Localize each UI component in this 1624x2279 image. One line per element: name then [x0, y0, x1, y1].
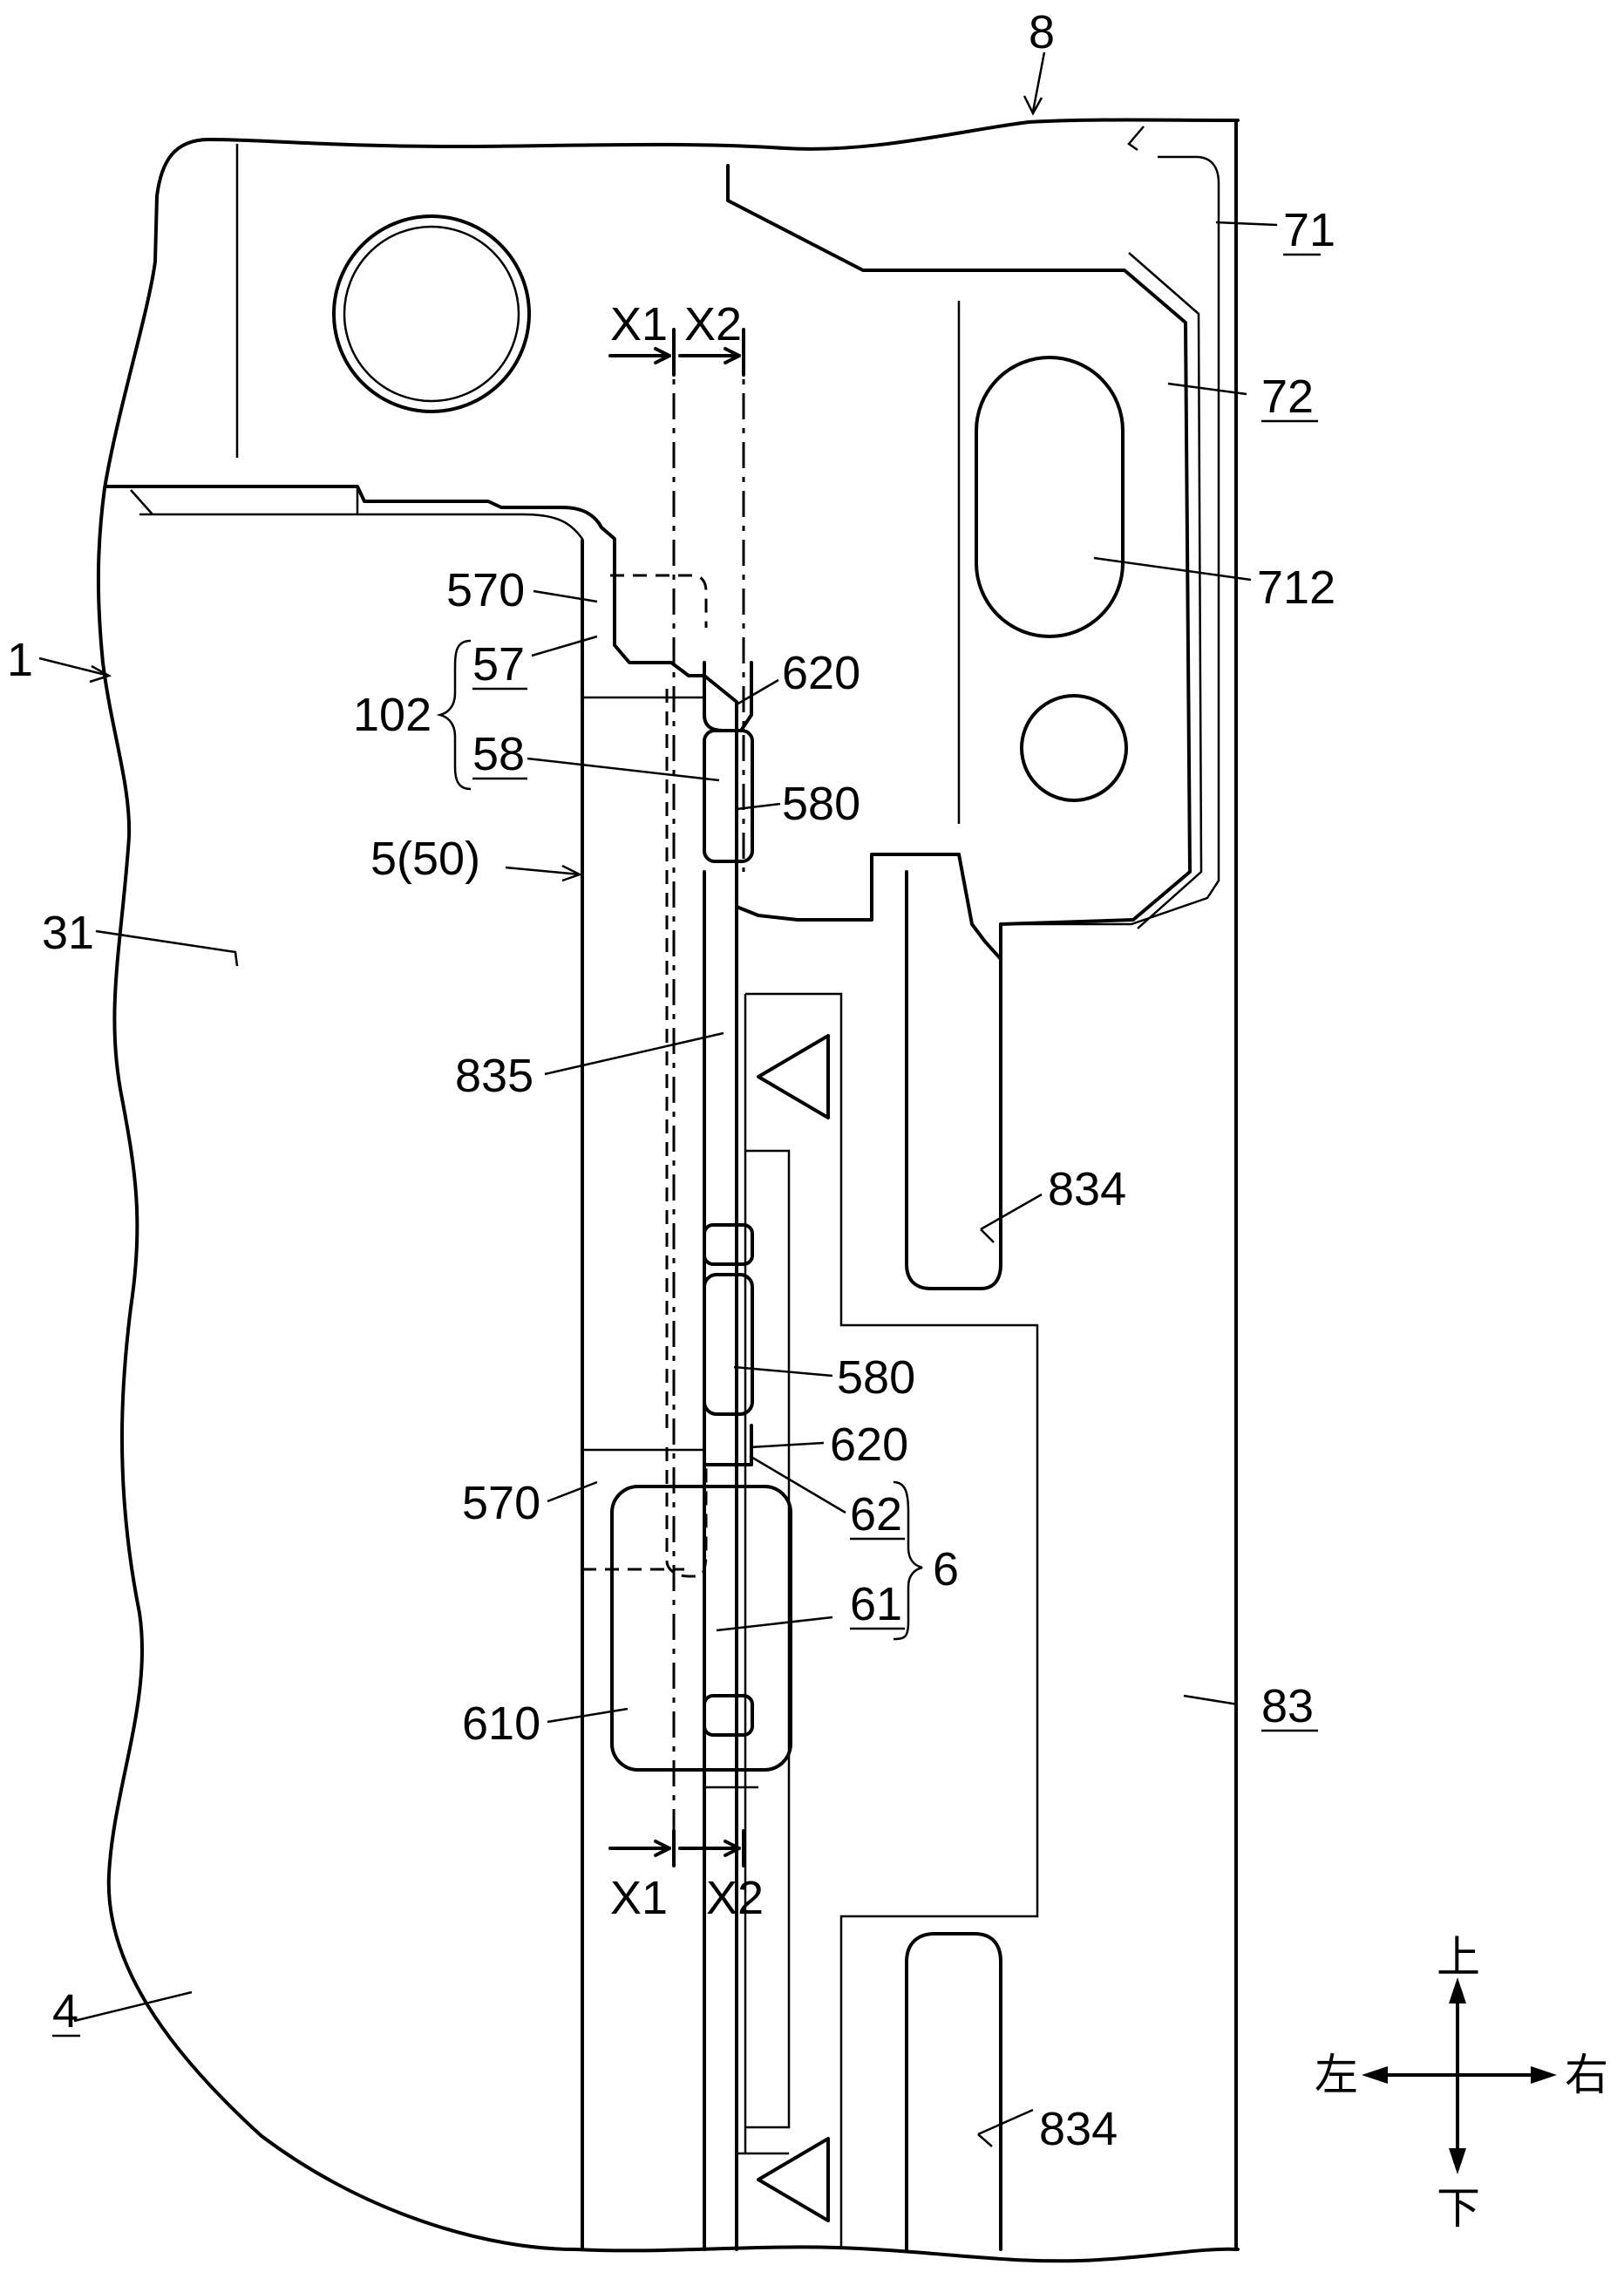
- shelf-detail: [130, 486, 359, 515]
- boss-outer-circle: [332, 214, 531, 413]
- label-62: 62: [850, 1488, 902, 1541]
- tab-580-top: [703, 729, 754, 863]
- compass-left-label: 左: [1315, 2051, 1358, 2099]
- label-8: 8: [1029, 6, 1055, 58]
- label-570-bot: 570: [462, 1477, 540, 1529]
- label-712: 712: [1257, 561, 1335, 614]
- label-x1-bottom: X1: [610, 1872, 668, 1924]
- label-835: 835: [455, 1050, 533, 1102]
- label-61: 61: [850, 1578, 902, 1630]
- label-58: 58: [472, 728, 525, 780]
- label-71: 71: [1283, 204, 1335, 256]
- leader-835: [544, 1031, 724, 1076]
- leader-72: [1167, 382, 1247, 396]
- label-x1-top: X1: [610, 298, 668, 350]
- label-4: 4: [52, 1985, 78, 2037]
- leader-712: [1093, 556, 1252, 582]
- x1-arrow-top: [608, 347, 671, 364]
- label-83: 83: [1261, 1680, 1314, 1732]
- label-1: 1: [7, 634, 33, 686]
- label-580-mid: 580: [837, 1351, 915, 1404]
- label-580-top: 580: [782, 778, 860, 830]
- bottom-edge: [574, 2245, 1240, 2263]
- leader-834-bottom: [977, 2108, 1034, 2147]
- leader-71: [1215, 221, 1278, 227]
- leader-31: [95, 929, 239, 967]
- label-610: 610: [462, 1697, 540, 1750]
- label-x2-bottom: X2: [706, 1872, 764, 1924]
- panel-83-step-outline: [745, 992, 1039, 2249]
- brace-102: [436, 639, 472, 791]
- frame-71-inner: [1020, 126, 1220, 926]
- arrow-down-icon: [1449, 2148, 1466, 2174]
- triangle-mark-lower: [757, 2137, 830, 2222]
- label-834-top: 834: [1048, 1163, 1126, 1215]
- leader-58: [527, 757, 720, 782]
- leader-580-top: [736, 802, 781, 811]
- leader-8: [1023, 51, 1046, 116]
- x2-arrow-top: [678, 347, 741, 364]
- brace-6: [893, 1480, 923, 1641]
- slot-712: [975, 356, 1125, 638]
- body-shelf-inner: [139, 513, 584, 2241]
- leader-570-top: [533, 589, 598, 603]
- x2-arrow-bottom: [678, 1840, 741, 1857]
- hidden-outline-570-lower: [665, 689, 708, 1578]
- leader-57: [531, 635, 598, 657]
- compass-right-label: 右: [1565, 2051, 1608, 2099]
- label-620-top: 620: [782, 647, 860, 699]
- label-620-mid: 620: [830, 1418, 908, 1471]
- hidden-outline-570: [610, 574, 708, 628]
- leader-62: [749, 1454, 846, 1514]
- slot-834-bottom: [905, 1932, 1002, 2251]
- leader-83: [1183, 1694, 1239, 1706]
- block-61: [610, 1485, 792, 1772]
- label-x2-top: X2: [684, 298, 742, 350]
- bracket-72-inner: [1128, 252, 1203, 929]
- leader-4: [73, 1990, 193, 2023]
- tab-620-mid-b: [703, 1424, 753, 1466]
- label-102: 102: [353, 689, 431, 741]
- tab-620-mid-a: [703, 1223, 754, 1266]
- label-5-50: 5(50): [370, 833, 480, 885]
- label-57: 57: [472, 638, 525, 691]
- leader-834-top: [980, 1193, 1043, 1243]
- compass-up-label: 上: [1437, 1933, 1480, 1982]
- leader-5-50: [505, 864, 583, 882]
- slot-834-top: [905, 870, 1002, 1290]
- arrow-left-icon: [1362, 2066, 1388, 2084]
- body-top-edge: [207, 118, 1240, 151]
- label-6: 6: [933, 1543, 959, 1595]
- leader-61: [716, 1616, 833, 1632]
- boss-inner-circle: [343, 225, 520, 403]
- arrow-right-icon: [1531, 2066, 1557, 2084]
- leader-620-mid: [749, 1441, 825, 1449]
- panel-83-inner-step: [745, 1149, 791, 2129]
- triangle-mark-upper: [757, 1034, 830, 1119]
- leader-580-mid: [733, 1365, 833, 1378]
- tab-580-mid: [703, 1273, 754, 1416]
- label-570-top: 570: [446, 564, 525, 616]
- tab-low: [703, 1694, 754, 1737]
- label-72: 72: [1261, 371, 1314, 423]
- body-shelf: [105, 485, 738, 874]
- arrow-up-icon: [1449, 1977, 1466, 2003]
- leader-620-top: [736, 678, 779, 706]
- body-outline: [96, 138, 577, 2251]
- leader-610: [547, 1707, 629, 1724]
- x1-arrow-bottom: [608, 1840, 671, 1857]
- leader-570-bot: [547, 1480, 598, 1503]
- label-834-bottom: 834: [1039, 2103, 1118, 2155]
- compass-down-label: 下: [1437, 2184, 1480, 2233]
- small-hole: [1020, 694, 1128, 802]
- leader-1: [38, 656, 112, 684]
- label-31: 31: [42, 907, 94, 959]
